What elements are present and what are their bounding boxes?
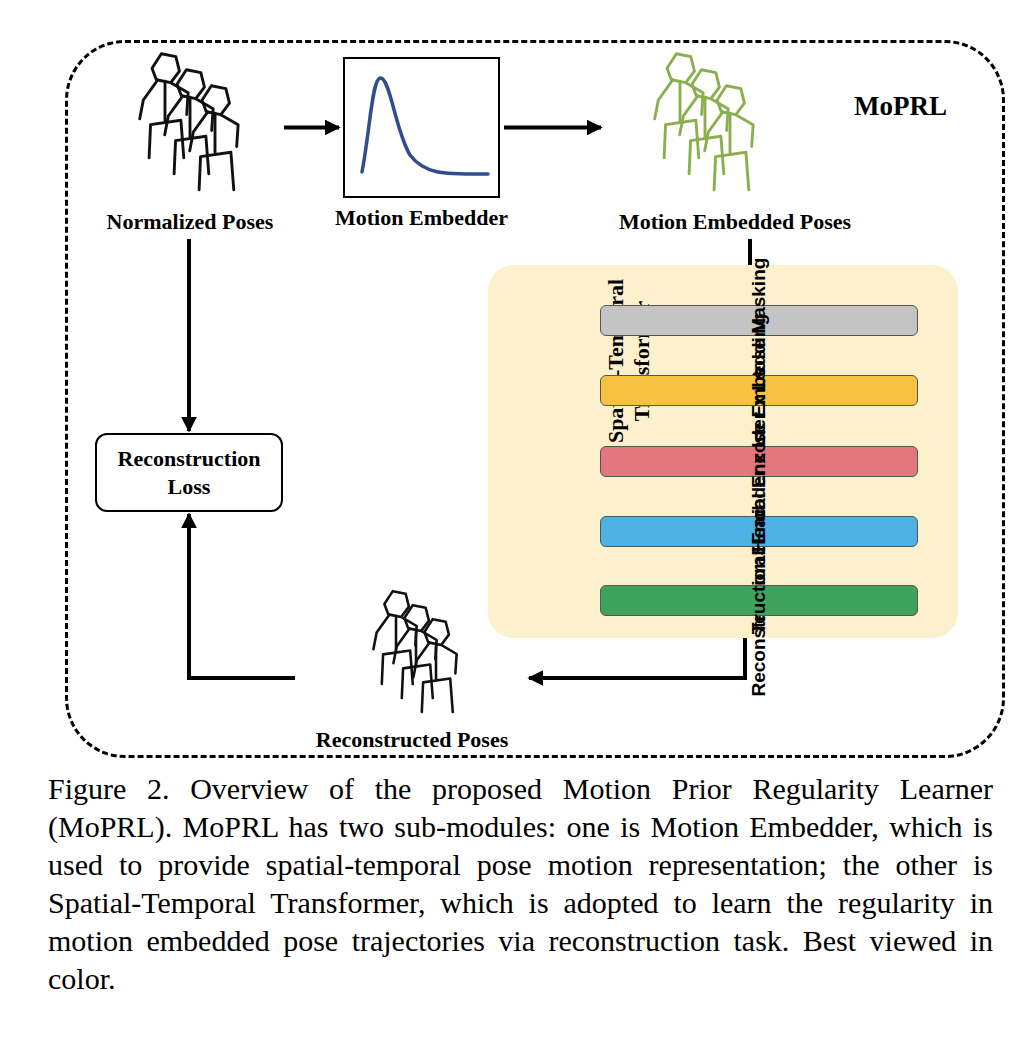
normalized-skeletons	[140, 54, 238, 190]
node-label: Motion Embedded Poses	[619, 209, 851, 235]
node-label: Motion Embedder	[335, 205, 508, 231]
pose-group: Reconstructed Poses	[297, 585, 527, 753]
outer-region: MoPRLNormalized PosesMotion EmbedderMoti…	[65, 40, 1005, 758]
node-label: Normalized Poses	[107, 209, 274, 235]
flow-arrow	[189, 514, 295, 678]
embedder-curve	[362, 78, 488, 174]
pose-group: Motion Embedded Poses	[605, 45, 865, 235]
flow-arrow	[187, 239, 191, 431]
loss-box: Reconstruction Loss	[95, 433, 283, 512]
transformer-panel: Spatial-Temporal TransformerPose Masking…	[488, 265, 958, 638]
flow-arrow	[504, 126, 601, 130]
pose-group: Normalized Poses	[100, 45, 280, 235]
reconstructed-skeletons	[373, 591, 456, 712]
embedder-box: Motion Embedder	[343, 57, 500, 198]
embedded-skeletons	[655, 54, 753, 190]
flow-arrow	[284, 126, 339, 130]
step-label: Reconstruction Head	[746, 486, 772, 716]
process-box: Reconstruction Head	[600, 585, 918, 616]
region-title: MoPRL	[854, 91, 947, 122]
node-label: Reconstruction Loss	[109, 445, 269, 501]
node-label: Spatial-Temporal Transformer	[603, 246, 655, 476]
figure-caption: Figure 2. Overview of the proposed Motio…	[48, 770, 993, 998]
node-label: Reconstructed Poses	[316, 727, 508, 753]
